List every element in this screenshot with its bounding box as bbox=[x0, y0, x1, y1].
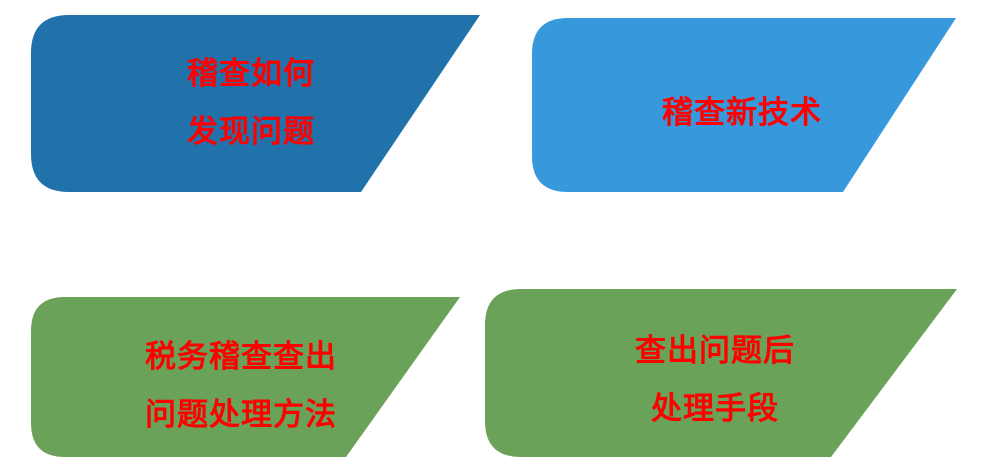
panel-label: 稽查如何 发现问题 bbox=[151, 44, 351, 162]
panel-tax-audit-handling-methods: 税务稽查查出 问题处理方法 bbox=[31, 297, 460, 457]
panel-post-audit-handling-means: 查出问题后 处理手段 bbox=[485, 289, 957, 457]
panel-new-audit-technology: 稽查新技术 bbox=[532, 18, 956, 192]
panel-label-line: 问题处理方法 bbox=[145, 397, 337, 433]
panel-how-to-find-problems: 稽查如何 发现问题 bbox=[31, 15, 480, 192]
panel-label-line: 税务稽查查出 bbox=[145, 339, 337, 375]
panel-label-line: 查出问题后 bbox=[635, 333, 795, 369]
panel-shape bbox=[31, 15, 480, 192]
panel-label-line: 处理手段 bbox=[651, 391, 779, 427]
panel-label-line: 稽查新技术 bbox=[662, 95, 822, 131]
panel-label: 税务稽查查出 问题处理方法 bbox=[131, 327, 351, 445]
panel-label: 查出问题后 处理手段 bbox=[625, 321, 805, 439]
panel-fill bbox=[31, 297, 460, 457]
panel-label-line: 稽查如何 bbox=[187, 56, 315, 92]
panel-label: 稽查新技术 bbox=[632, 84, 852, 142]
panel-shape bbox=[31, 297, 460, 457]
panel-label-line: 发现问题 bbox=[187, 114, 315, 150]
panel-fill bbox=[532, 18, 956, 192]
panel-fill bbox=[485, 289, 957, 457]
panel-fill bbox=[31, 15, 480, 192]
panel-shape bbox=[485, 289, 957, 457]
panel-shape bbox=[532, 18, 956, 192]
